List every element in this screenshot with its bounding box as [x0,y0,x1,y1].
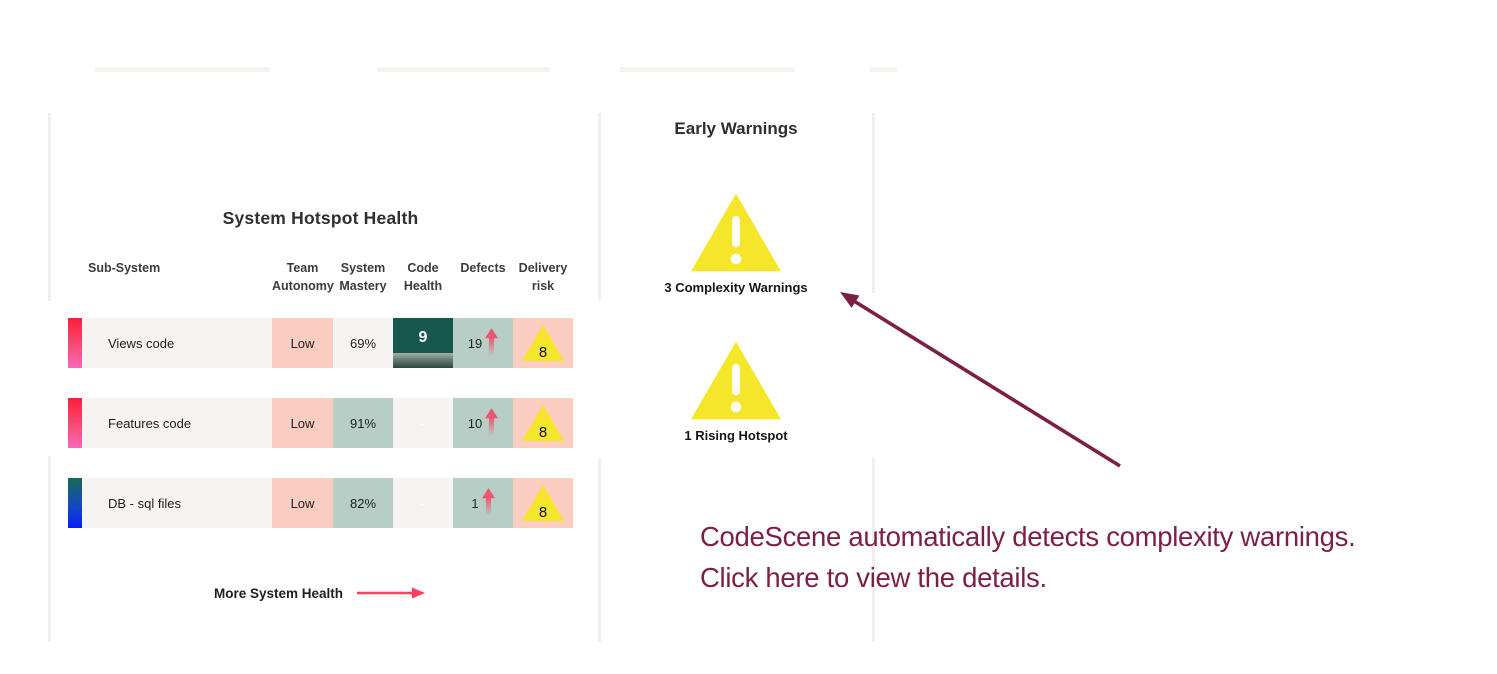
warning-triangle-icon [690,341,782,420]
code-health-cell: 9 [393,318,453,368]
more-system-health-link[interactable]: More System Health [68,585,573,601]
column-header-text: Code [407,261,439,275]
warning-triangle-icon [690,193,782,272]
column-header-text: risk [531,279,555,293]
subsystem-color-bar [68,478,82,528]
complexity-warnings-label: 3 Complexity Warnings [664,280,808,295]
card-edge [870,67,897,72]
column-header-text: Delivery [518,261,568,275]
code-health-horizon-graphic [393,353,453,368]
delivery-risk-score: 8 [539,424,547,441]
column-header-team-autonomy: Team Autonomy [272,259,334,295]
code-health-score: 9 [418,329,428,346]
column-header-system-mastery: System Mastery [333,259,393,295]
annotation-line-1: CodeScene automatically detects complexi… [700,521,1356,552]
table-row-db-sql-files[interactable]: DB - sql files Low 82% - 1 8 [68,478,573,528]
panel-divider [48,113,51,301]
column-header-code-health: Code Health [393,259,453,295]
delivery-risk-cell: 8 [513,478,573,528]
card-edge [95,67,270,72]
column-header-delivery-risk: Delivery risk [513,259,573,295]
panel-divider [598,458,601,642]
hotspot-panel-title: System Hotspot Health [222,208,419,228]
early-warnings-title: Early Warnings [674,119,798,138]
team-autonomy-cell: Low [272,398,333,448]
card-edge [377,67,550,72]
panel-divider [48,456,51,642]
column-header-text: Sub-System [88,261,161,275]
warning-triangle-icon: 8 [522,485,564,521]
team-autonomy-cell: Low [272,318,333,368]
annotation-arrow-icon [840,292,1121,468]
trend-up-icon [485,327,499,355]
panel-divider [872,458,875,642]
card-edge [620,67,795,72]
defects-count: 1 [471,495,479,511]
delivery-risk-score: 8 [539,504,547,521]
column-header-text: System [340,261,386,275]
system-mastery-cell: 69% [333,318,393,368]
more-system-health-label: More System Health [213,585,344,601]
column-header-text: Autonomy [272,279,334,293]
defects-cell: 10 [453,398,513,448]
table-row-features-code[interactable]: Features code Low 91% - 10 8 [68,398,573,448]
defects-count: 19 [467,335,483,351]
column-header-text: Mastery [339,279,387,293]
code-health-cell: - [393,398,453,448]
subsystem-name: DB - sql files [82,478,272,528]
trend-up-icon [485,407,499,435]
system-mastery-cell: 91% [333,398,393,448]
column-header-defects: Defects [453,259,513,277]
subsystem-name: Views code [82,318,272,368]
rising-hotspot-item[interactable]: 1 Rising Hotspot [598,338,874,443]
column-header-sub-system: Sub-System [88,259,208,277]
delivery-risk-cell: 8 [513,398,573,448]
code-health-cell: - [393,478,453,528]
team-autonomy-cell: Low [272,478,333,528]
warning-triangle-icon: 8 [522,325,564,361]
annotation-text: CodeScene automatically detects complexi… [700,516,1490,598]
defects-count: 10 [467,415,483,431]
subsystem-color-bar [68,398,82,448]
annotation-line-2: Click here to view the details. [700,562,1047,593]
warning-triangle-icon: 8 [522,405,564,441]
panel-divider [872,113,875,293]
delivery-risk-cell: 8 [513,318,573,368]
subsystem-name: Features code [82,398,272,448]
column-header-text: Defects [460,261,506,275]
delivery-risk-score: 8 [539,344,547,361]
trend-up-icon [481,487,495,515]
arrow-right-icon [357,587,426,599]
table-row-views-code[interactable]: Views code Low 69% 9 19 8 [68,318,573,368]
defects-cell: 19 [453,318,513,368]
system-mastery-cell: 82% [333,478,393,528]
column-header-text: Health [403,279,443,293]
panel-divider [598,113,601,301]
rising-hotspot-label: 1 Rising Hotspot [684,428,788,443]
column-header-text: Team [286,261,319,275]
complexity-warnings-item[interactable]: 3 Complexity Warnings [598,190,874,295]
defects-cell: 1 [453,478,513,528]
subsystem-color-bar [68,318,82,368]
